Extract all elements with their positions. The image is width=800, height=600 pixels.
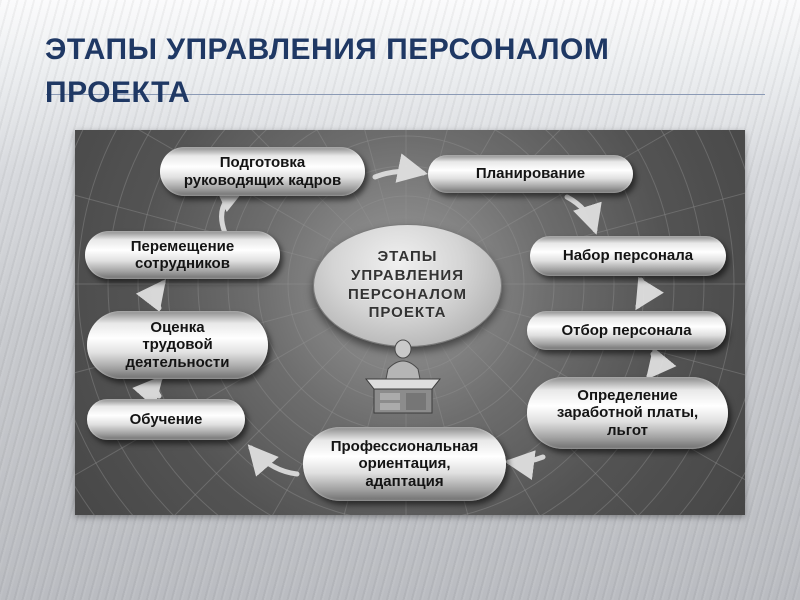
node-personnel-recruitment: Набор персонала <box>530 236 726 276</box>
arrow-select-to-salary <box>645 347 677 380</box>
node-personnel-selection: Отбор персонала <box>527 311 726 350</box>
diagram-center-title: ЭТАПЫ УПРАВЛЕНИЯ ПЕРСОНАЛОМ ПРОЕКТА <box>313 224 502 347</box>
node-preparing-managers: Подготовка руководящих кадров <box>160 147 365 196</box>
arrow-orientation-to-training <box>247 444 300 477</box>
arrow-recruit-to-select <box>635 276 664 311</box>
node-professional-orientation: Профессиональная ориентация, адаптация <box>303 427 506 501</box>
arrow-evaluation-to-move <box>135 279 167 312</box>
node-salary-benefits: Определение заработной платы, льгот <box>527 377 728 449</box>
title-underline <box>46 94 765 95</box>
arrow-salary-to-orientation <box>504 450 546 480</box>
slide-title-line1: ЭТАПЫ УПРАВЛЕНИЯ ПЕРСОНАЛОМ <box>45 33 610 66</box>
arrow-training-to-evaluation <box>132 375 164 408</box>
node-employee-relocation: Перемещение сотрудников <box>85 231 280 279</box>
person-at-desk-illustration <box>364 339 442 414</box>
node-planning: Планирование <box>428 155 633 193</box>
arrow-top-to-planning <box>372 153 428 183</box>
node-labor-evaluation: Оценка трудовой деятельности <box>87 311 268 379</box>
personnel-management-diagram: Подготовка руководящих кадров Перемещени… <box>75 130 745 515</box>
arrow-planning-to-recruit <box>564 194 602 235</box>
node-training: Обучение <box>87 399 245 440</box>
slide-title-line2: ПРОЕКТА <box>45 76 191 109</box>
